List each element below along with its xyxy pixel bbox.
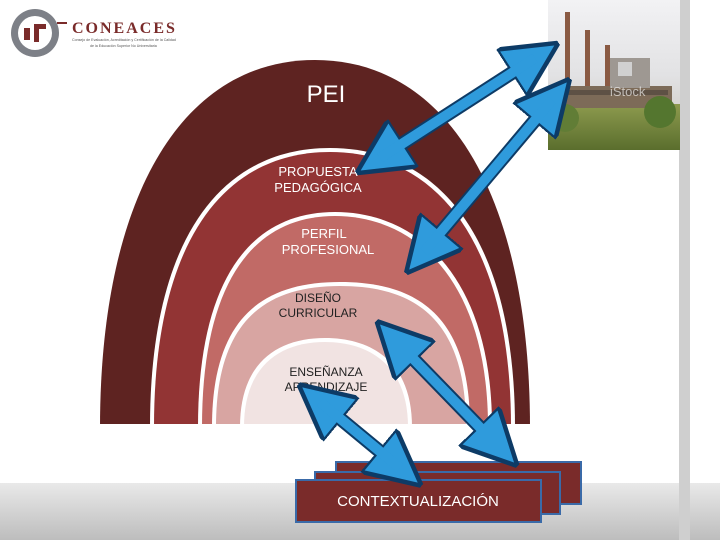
context-box-label: CONTEXTUALIZACIÓN — [337, 493, 499, 510]
factory-photo: iStock — [548, 0, 680, 150]
label-ensenanza-line1: ENSEÑANZA — [289, 365, 362, 379]
coneaces-logo: CONEACES Consejo de Evaluación, Acredita… — [8, 8, 180, 57]
photo-watermark: iStock — [610, 84, 646, 99]
right-accent-bar — [679, 0, 690, 540]
label-propuesta-line1: PROPUESTA — [278, 164, 358, 179]
logo-name: CONEACES — [72, 20, 177, 37]
arrow-diseno-context-fill — [392, 337, 502, 450]
relationship-arrows — [320, 58, 552, 468]
label-pei: PEI — [307, 81, 346, 108]
label-diseno-line1: DISEÑO — [295, 291, 341, 305]
label-propuesta-line2: PEDAGÓGICA — [274, 180, 362, 195]
arrow-perfil-photo-fill — [420, 96, 556, 256]
logo-tagline-1: Consejo de Evaluación, Acreditación y Ce… — [72, 38, 176, 42]
label-perfil-line1: PERFIL — [301, 226, 347, 241]
context-box-stack: CONTEXTUALIZACIÓN — [295, 461, 582, 523]
label-ensenanza-line2: APRENDIZAJE — [285, 380, 368, 394]
label-diseno-line2: CURRICULAR — [279, 306, 358, 320]
arrow-ensenanza-context-fill — [316, 398, 404, 472]
label-perfil-line2: PROFESIONAL — [282, 242, 374, 257]
logo-tagline-2: de la Educación Superior No Universitari… — [90, 44, 157, 48]
